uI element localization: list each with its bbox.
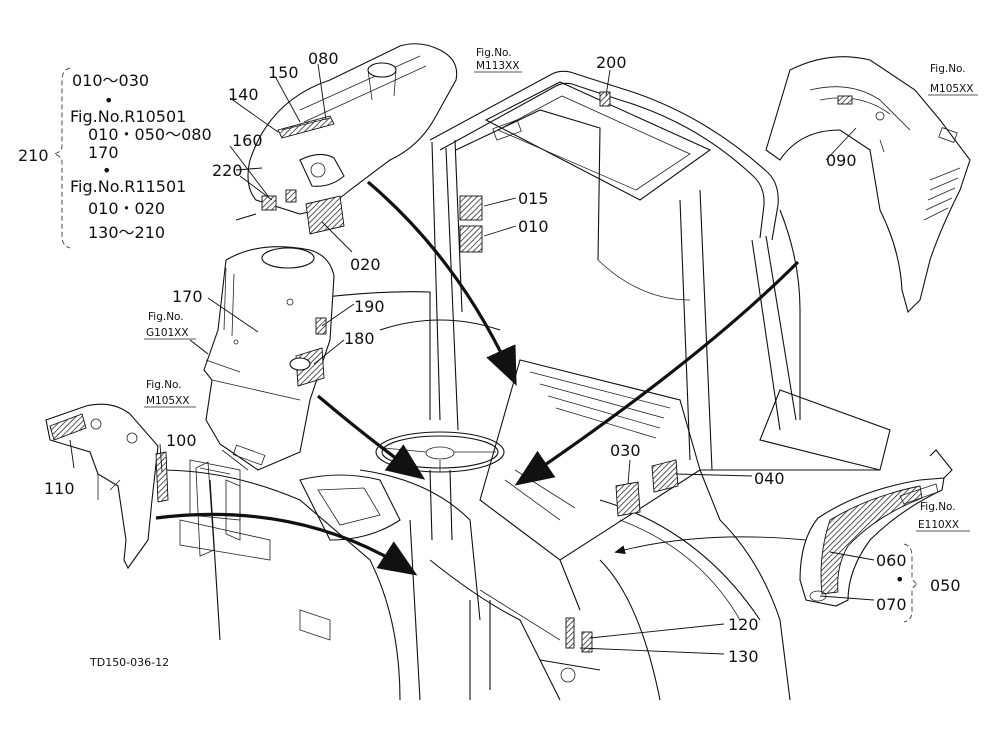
bracket-line-2: Fig.No.R10501 (70, 107, 186, 126)
dot-1: • (104, 91, 113, 110)
part-220-label: 220 (212, 161, 243, 180)
part-070-label: 070 (876, 595, 907, 614)
figure-references: Fig.No. M113XX Fig.No. M105XX Fig.No. G1… (144, 47, 978, 532)
part-060-label: 060 (876, 551, 907, 570)
diagram-id: TD150-036-12 (89, 656, 169, 669)
part-150-label: 150 (268, 63, 299, 82)
part-080-label: 080 (308, 49, 339, 68)
part-050-label: 050 (930, 576, 961, 595)
callout-arrows (155, 180, 807, 576)
part-210-label: 210 (18, 146, 49, 165)
leader-lines (69, 63, 875, 655)
fig-ref-m105-left-label: Fig.No. (146, 379, 182, 391)
fender-plate-drawing (799, 449, 953, 607)
cab-frame-drawing (159, 70, 891, 701)
console-cover-drawing (189, 246, 335, 471)
rear-fender-drawing (765, 56, 971, 314)
fig-ref-e110-label: Fig.No. (920, 501, 956, 513)
bracket-line-6: 010・020 (88, 199, 165, 218)
fig-ref-m113-number: M113XX (476, 60, 520, 72)
part-120-label: 120 (728, 615, 759, 634)
part-140-label: 140 (228, 85, 259, 104)
part-180-label: 180 (344, 329, 375, 348)
part-160-label: 160 (232, 131, 263, 150)
instrument-panel-drawing (235, 43, 458, 235)
bracket-line-5: Fig.No.R11501 (70, 177, 186, 196)
part-015-label: 015 (518, 189, 549, 208)
part-110-label: 110 (44, 479, 75, 498)
fig-ref-g101-number: G101XX (146, 327, 189, 339)
side-cover-drawing (45, 403, 241, 570)
part-100-label: 100 (166, 431, 197, 450)
fig-ref-e110-number: E110XX (918, 519, 959, 531)
fig-ref-g101-label: Fig.No. (148, 311, 184, 323)
part-200-label: 200 (596, 53, 627, 72)
bracket-line-1: 010～030 (72, 71, 149, 90)
bracket-line-7: 130～210 (88, 223, 165, 242)
part-040-label: 040 (754, 469, 785, 488)
part-010-label: 010 (518, 217, 549, 236)
bracket-line-3: 010・050～080 (88, 125, 212, 144)
part-030-label: 030 (610, 441, 641, 460)
fig-ref-m105-left-number: M105XX (146, 395, 190, 407)
part-090-label: 090 (826, 151, 857, 170)
part-190-label: 190 (354, 297, 385, 316)
fig-ref-m113-label: Fig.No. (476, 47, 512, 59)
bracket-line-4: 170 (88, 143, 119, 162)
bracket-050: 050 • (895, 543, 961, 623)
dot-050: • (895, 570, 904, 589)
bracket-210: 210 010～030 • Fig.No.R10501 010・050～080 … (18, 67, 212, 249)
decal-parts (459, 91, 679, 653)
part-number-labels: 080 150 140 160 220 020 200 015 010 090 … (44, 49, 907, 666)
dot-2: • (102, 161, 111, 180)
part-020-label: 020 (350, 255, 381, 274)
fig-ref-m105-top-label: Fig.No. (930, 63, 966, 75)
fig-ref-m105-top-number: M105XX (930, 83, 974, 95)
part-170-label: 170 (172, 287, 203, 306)
part-130-label: 130 (728, 647, 759, 666)
